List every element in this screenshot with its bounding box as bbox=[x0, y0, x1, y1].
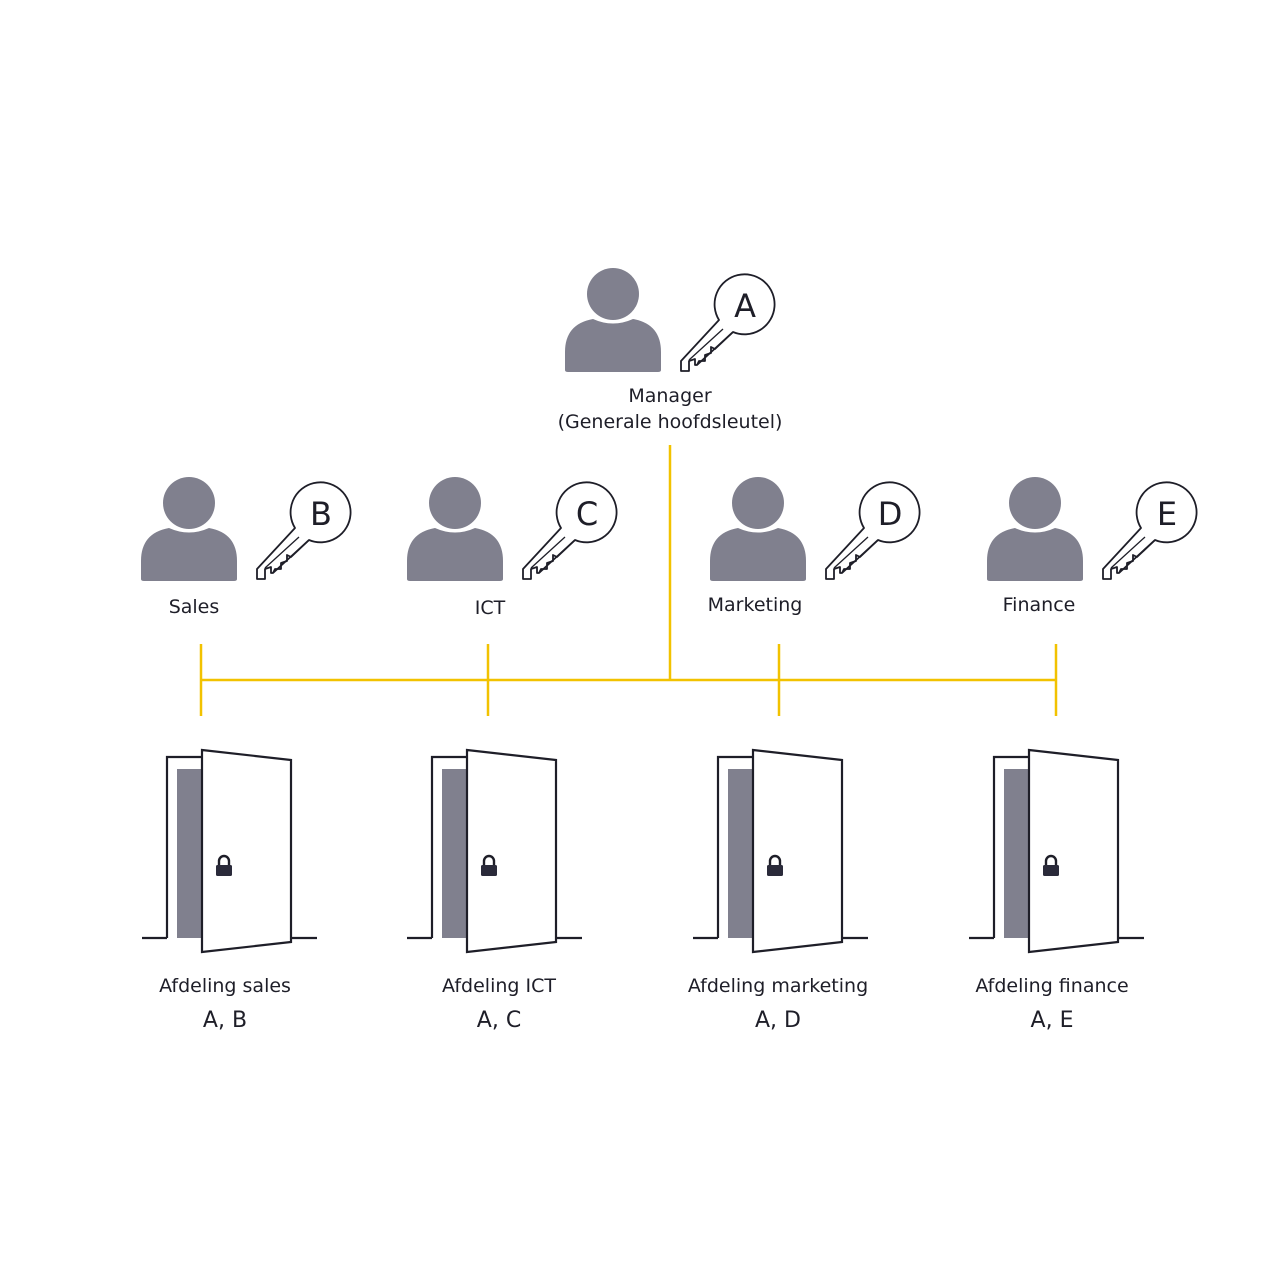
door-lock-icon bbox=[140, 748, 319, 954]
door-finance: Afdeling finance A, E bbox=[967, 748, 1146, 1033]
door-label: Afdeling finance bbox=[975, 975, 1128, 997]
key-letter: B bbox=[310, 495, 332, 533]
door-lock-icon bbox=[967, 748, 1146, 954]
person-icon bbox=[141, 477, 237, 581]
role-label: Marketing bbox=[708, 594, 803, 616]
door-keys: A, E bbox=[1031, 1008, 1074, 1033]
door-label: Afdeling sales bbox=[159, 975, 291, 997]
person-icon bbox=[407, 477, 503, 581]
key-letter: D bbox=[878, 495, 903, 533]
key-icon: C bbox=[522, 481, 618, 580]
role-marketing: D Marketing bbox=[708, 477, 921, 616]
door-keys: A, B bbox=[203, 1008, 247, 1033]
door-marketing: Afdeling marketing A, D bbox=[688, 748, 870, 1033]
door-ict: Afdeling ICT A, C bbox=[405, 748, 584, 1033]
key-letter: C bbox=[576, 495, 598, 533]
key-icon: B bbox=[256, 481, 352, 580]
manager-subtitle: (Generale hoofdsleutel) bbox=[558, 411, 783, 433]
key-icon: E bbox=[1102, 481, 1198, 580]
door-lock-icon bbox=[405, 748, 584, 954]
role-finance: E Finance bbox=[987, 477, 1198, 616]
role-ict: C ICT bbox=[407, 477, 618, 619]
door-label: Afdeling marketing bbox=[688, 975, 868, 997]
manager-node: A Manager (Generale hoofdsleutel) bbox=[558, 268, 783, 433]
key-icon: D bbox=[825, 481, 921, 580]
person-icon bbox=[565, 268, 661, 372]
key-icon: A bbox=[680, 273, 776, 372]
person-icon bbox=[987, 477, 1083, 581]
role-label: Sales bbox=[169, 596, 220, 618]
door-keys: A, D bbox=[755, 1008, 801, 1033]
person-icon bbox=[710, 477, 806, 581]
door-sales: Afdeling sales A, B bbox=[140, 748, 319, 1033]
role-sales: B Sales bbox=[141, 477, 352, 618]
door-keys: A, C bbox=[477, 1008, 521, 1033]
key-letter: A bbox=[734, 287, 756, 325]
role-label: Finance bbox=[1003, 594, 1076, 616]
key-letter: E bbox=[1157, 495, 1177, 533]
connector-lines bbox=[199, 445, 1058, 716]
door-lock-icon bbox=[691, 748, 870, 954]
manager-title: Manager bbox=[628, 385, 711, 407]
door-label: Afdeling ICT bbox=[442, 975, 556, 997]
role-label: ICT bbox=[475, 597, 506, 619]
